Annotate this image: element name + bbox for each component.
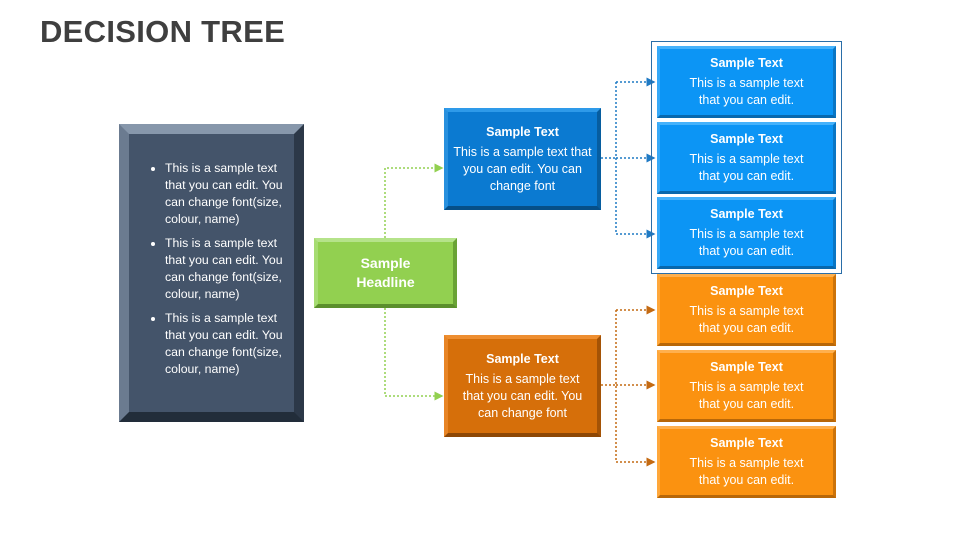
leaf-orange-2: Sample Text This is a sample text that y… xyxy=(657,350,836,422)
headline-label: Sample Headline xyxy=(356,255,415,290)
branch-bottom-body: This is a sample text that you can edit.… xyxy=(462,371,583,420)
leaf-body: This is a sample text that you can edit. xyxy=(689,456,804,487)
leaf-orange-1: Sample Text This is a sample text that y… xyxy=(657,274,836,346)
leaf-body: This is a sample text that you can edit. xyxy=(689,227,804,258)
bullet-item: This is a sample text that you can edit.… xyxy=(165,160,286,228)
bullet-item: This is a sample text that you can edit.… xyxy=(165,235,286,303)
connector-bottom xyxy=(384,308,444,401)
leaf-body: This is a sample text that you can edit. xyxy=(689,380,804,411)
bullet-item: This is a sample text that you can edit.… xyxy=(165,310,286,378)
leaf-blue-1: Sample Text This is a sample text that y… xyxy=(657,46,836,118)
leaf-body: This is a sample text that you can edit. xyxy=(689,304,804,335)
leaf-heading: Sample Text xyxy=(710,284,783,298)
slide-title: DECISION TREE xyxy=(40,14,286,49)
leaf-body: This is a sample text that you can edit. xyxy=(689,76,804,107)
branch-top-heading: Sample Text xyxy=(486,124,559,139)
leaf-heading: Sample Text xyxy=(710,56,783,70)
headline-box: Sample Headline xyxy=(314,238,457,308)
selection-outline xyxy=(651,41,842,274)
branch-top-body: This is a sample text that you can edit.… xyxy=(453,144,592,193)
branch-top-box: Sample Text This is a sample text that y… xyxy=(444,108,601,210)
leaf-body: This is a sample text that you can edit. xyxy=(689,152,804,183)
leaf-heading: Sample Text xyxy=(710,436,783,450)
leaf-orange-3: Sample Text This is a sample text that y… xyxy=(657,426,836,498)
branch-bottom-box: Sample Text This is a sample text that y… xyxy=(444,335,601,437)
branch-bottom-heading: Sample Text xyxy=(486,351,559,366)
leaf-blue-3: Sample Text This is a sample text that y… xyxy=(657,197,836,269)
leaf-heading: Sample Text xyxy=(710,360,783,374)
bullet-list: This is a sample text that you can edit.… xyxy=(137,160,286,385)
connector-top xyxy=(384,163,444,238)
bullet-panel: This is a sample text that you can edit.… xyxy=(119,124,304,422)
leaf-heading: Sample Text xyxy=(710,207,783,221)
leaf-heading: Sample Text xyxy=(710,132,783,146)
leaf-blue-2: Sample Text This is a sample text that y… xyxy=(657,122,836,194)
